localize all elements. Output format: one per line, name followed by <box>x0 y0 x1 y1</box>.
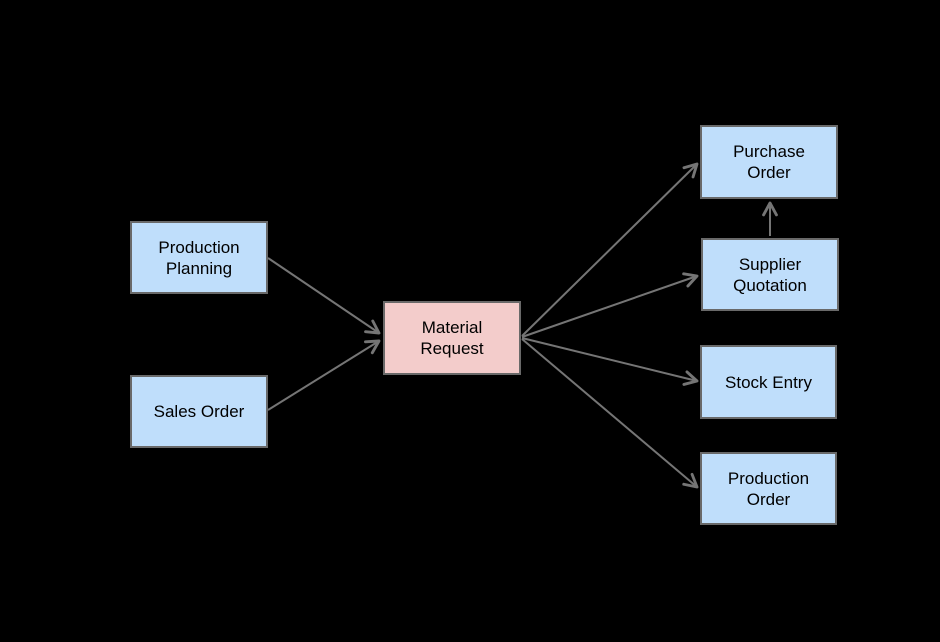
node-material-request-label: Material Request <box>420 318 484 358</box>
node-stock-entry-label: Stock Entry <box>725 372 812 392</box>
edge-production-planning-to-material-request <box>267 257 381 335</box>
edge-material-request-to-supplier-quotation <box>521 272 699 338</box>
node-sales-order-label: Sales Order <box>153 402 245 421</box>
node-purchase-order: Purchase Order <box>700 125 838 199</box>
node-purchase-order-label: Purchase Order <box>733 142 805 182</box>
node-production-order-label: Production Order <box>727 468 810 509</box>
edge-sales-order-to-material-request <box>267 339 381 411</box>
node-sales-order: Sales Order <box>130 375 268 448</box>
node-material-request: Material Request <box>383 301 521 375</box>
edge-material-request-to-purchase-order <box>521 162 699 337</box>
node-production-planning: Production Planning <box>130 221 268 294</box>
node-supplier-quotation: Supplier Quotation <box>701 238 839 311</box>
node-production-planning-label: Production Planning <box>158 237 240 278</box>
node-production-order: Production Order <box>700 452 837 525</box>
edge-material-request-to-production-order <box>521 338 699 489</box>
node-supplier-quotation-label: Supplier Quotation <box>733 254 807 295</box>
edge-material-request-to-stock-entry <box>521 337 699 386</box>
node-stock-entry: Stock Entry <box>700 345 837 419</box>
